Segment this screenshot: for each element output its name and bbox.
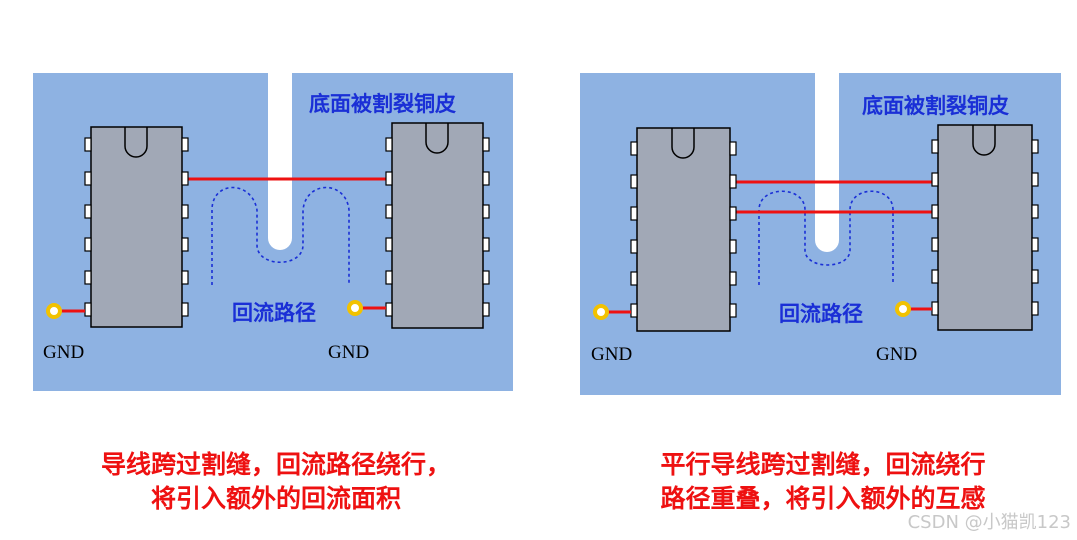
- right-chip-b: [931, 124, 1039, 331]
- right-board-label: 底面被割裂铜皮: [862, 94, 1009, 118]
- right-gnd-via-a: [593, 304, 609, 320]
- left-board-label: 底面被割裂铜皮: [309, 92, 456, 116]
- left-chip-a: [84, 126, 189, 328]
- watermark: CSDN @小猫凯123: [907, 512, 1071, 533]
- right-gnd-label-b: GND: [876, 344, 918, 365]
- right-caption: 平行导线跨过割缝，回流绕行 路径重叠，将引入额外的互感: [623, 448, 1023, 516]
- left-return-path: [211, 186, 350, 285]
- left-board: [33, 73, 513, 391]
- right-split-gap: [815, 73, 839, 252]
- left-gnd-via-a: [46, 303, 62, 319]
- left-chip-b: [385, 122, 490, 329]
- left-caption-line1: 导线跨过割缝，回流路径绕行，: [100, 450, 451, 479]
- right-chip-a: [630, 127, 737, 332]
- left-gnd-label-a: GND: [43, 342, 85, 363]
- right-board: [580, 73, 1061, 395]
- left-gnd-via-b: [347, 300, 363, 316]
- right-caption-line2: 路径重叠，将引入额外的互感: [660, 484, 986, 513]
- left-gnd-label-b: GND: [328, 342, 370, 363]
- left-split-gap: [268, 73, 292, 250]
- right-return-path: [758, 190, 894, 285]
- left-caption-line2: 将引入额外的回流面积: [150, 484, 401, 513]
- left-return-label: 回流路径: [232, 301, 316, 325]
- right-return-label: 回流路径: [779, 302, 863, 326]
- right-gnd-via-b: [895, 301, 911, 317]
- left-caption: 导线跨过割缝，回流路径绕行， 将引入额外的回流面积: [76, 448, 476, 516]
- right-gnd-label-a: GND: [591, 344, 633, 365]
- right-caption-line1: 平行导线跨过割缝，回流绕行: [660, 450, 986, 479]
